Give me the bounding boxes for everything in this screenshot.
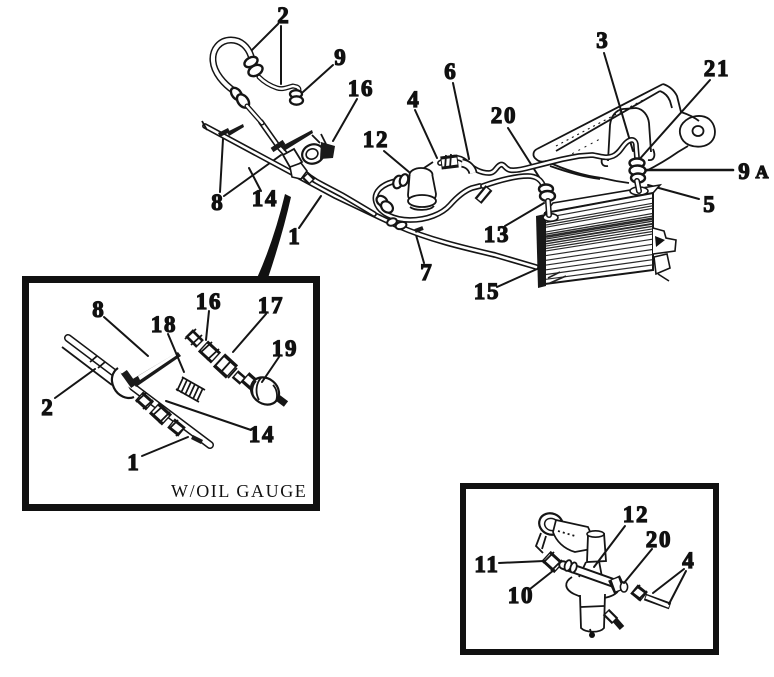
- svg-text:9: 9: [738, 159, 750, 184]
- svg-text:21: 21: [704, 56, 731, 81]
- svg-text:12: 12: [363, 127, 390, 152]
- svg-text:2: 2: [277, 3, 289, 28]
- svg-text:17: 17: [258, 293, 285, 318]
- svg-text:12: 12: [623, 502, 650, 527]
- svg-text:11: 11: [474, 552, 499, 577]
- svg-text:18: 18: [151, 312, 178, 337]
- svg-text:16: 16: [348, 76, 375, 101]
- svg-text:20: 20: [491, 103, 518, 128]
- svg-text:1: 1: [288, 224, 300, 249]
- svg-text:4: 4: [407, 87, 419, 112]
- svg-text:1: 1: [127, 450, 139, 475]
- svg-text:A: A: [756, 162, 769, 182]
- svg-text:19: 19: [272, 336, 299, 361]
- svg-text:13: 13: [484, 222, 511, 247]
- svg-text:8: 8: [92, 297, 104, 322]
- svg-text:W/OIL GAUGE: W/OIL GAUGE: [171, 481, 307, 501]
- svg-text:20: 20: [646, 527, 673, 552]
- svg-text:10: 10: [508, 583, 535, 608]
- svg-text:7: 7: [420, 260, 432, 285]
- svg-text:6: 6: [444, 59, 456, 84]
- svg-text:2: 2: [41, 395, 53, 420]
- svg-text:14: 14: [252, 186, 279, 211]
- svg-text:5: 5: [703, 192, 715, 217]
- svg-text:16: 16: [196, 289, 223, 314]
- svg-text:14: 14: [249, 422, 276, 447]
- svg-text:4: 4: [682, 548, 694, 573]
- svg-text:8: 8: [211, 190, 223, 215]
- svg-text:15: 15: [474, 279, 501, 304]
- svg-text:9: 9: [334, 45, 346, 70]
- svg-text:3: 3: [596, 28, 608, 53]
